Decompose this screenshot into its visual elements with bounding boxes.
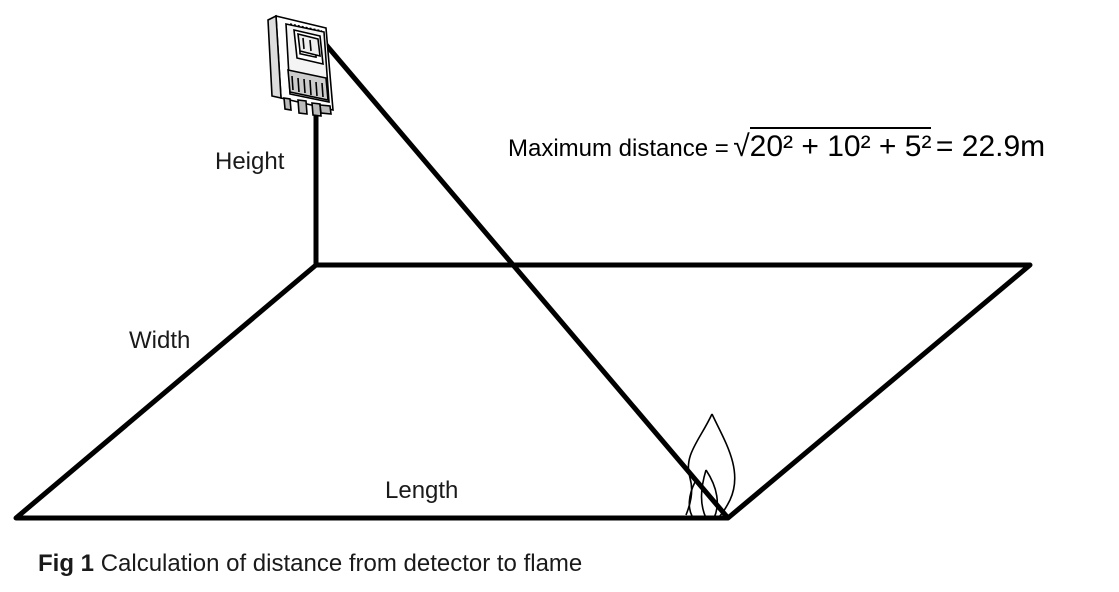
line-of-sight [320,38,730,520]
formula-result: = 22.9m [935,130,1046,163]
figure-number: Fig 1 [38,550,95,577]
flame-icon [685,413,736,519]
square-root-symbol: √ [733,130,750,163]
floor-area [13,262,1033,521]
height-label: Height [215,148,285,175]
distance-formula: Maximum distance = √20² + 10² + 5² = 22.… [508,127,1046,164]
flame-detector-icon [267,14,334,117]
figure-caption: Fig 1 Calculation of distance from detec… [38,550,582,578]
formula-lhs: Maximum distance = [508,135,729,162]
formula-radicand: 20² + 10² + 5² [749,127,932,163]
figure-caption-text: Calculation of distance from detector to… [100,550,583,577]
length-label: Length [385,477,459,504]
width-label: Width [129,327,191,354]
